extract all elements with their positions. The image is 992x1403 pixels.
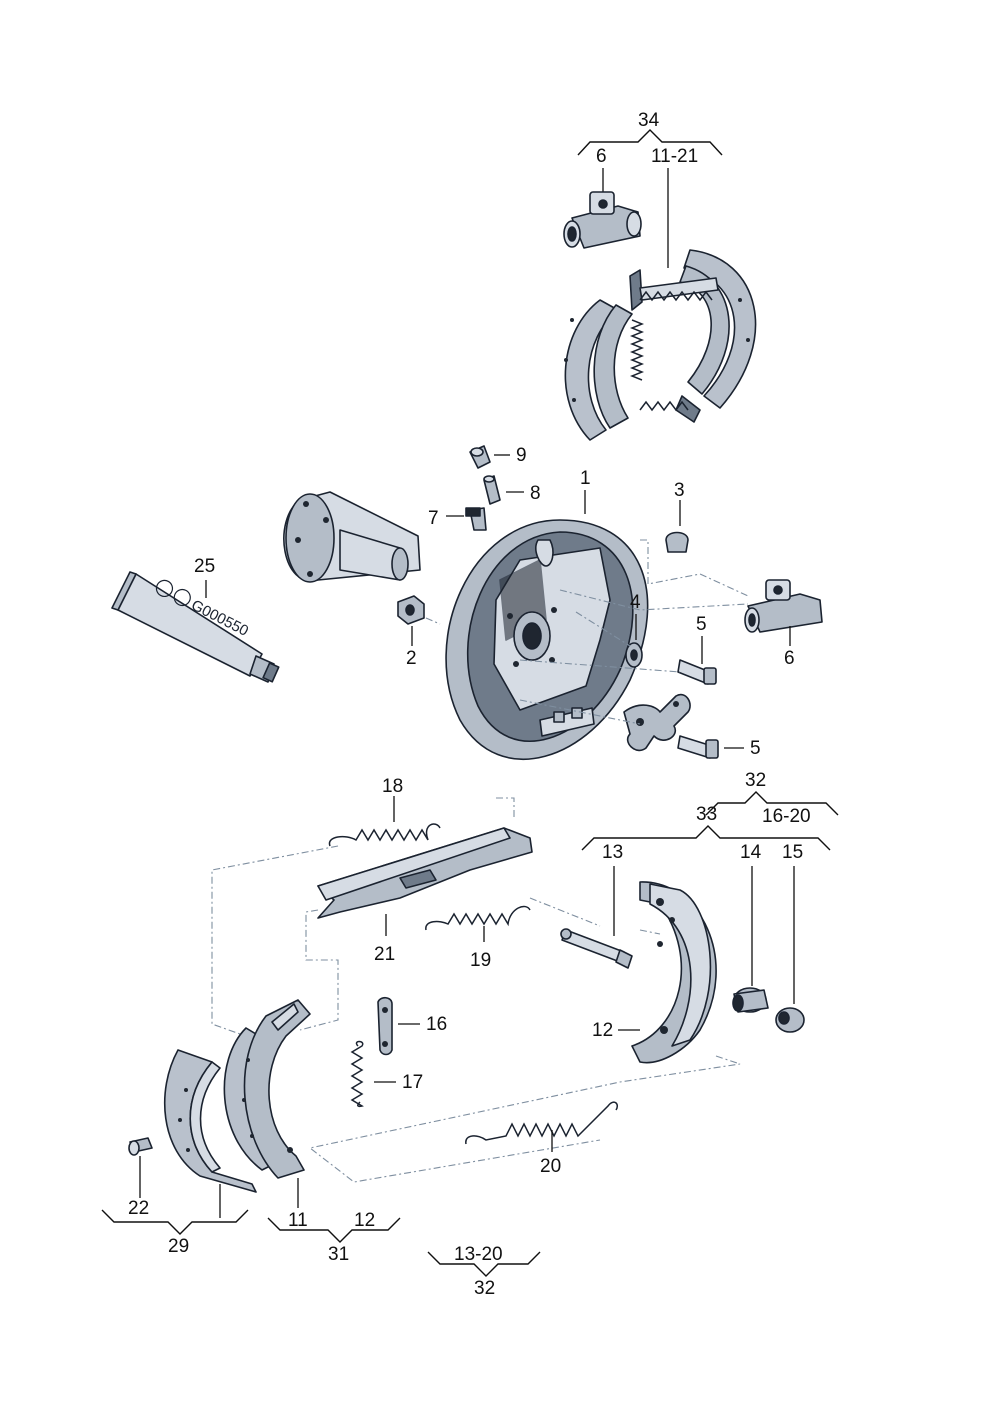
callout-11-21: 11-21 — [651, 146, 698, 167]
callout-34: 34 — [638, 110, 660, 131]
callout-3: 3 — [674, 480, 685, 501]
callout-8: 8 — [530, 483, 541, 504]
bolt-5-lower — [677, 735, 719, 759]
callout-32-bottom: 32 — [474, 1278, 495, 1299]
callout-4: 4 — [630, 592, 641, 613]
callout-20: 20 — [540, 1156, 561, 1177]
rivet-22 — [128, 1137, 153, 1156]
brace-34: 34 6 11-21 — [577, 110, 723, 268]
callout-2: 2 — [406, 648, 417, 669]
callout-32-top: 32 — [745, 770, 766, 791]
cap-3 — [665, 531, 689, 553]
callout-22: 22 — [128, 1198, 149, 1219]
grease-tube: G000550 — [111, 571, 280, 683]
callout-14: 14 — [740, 842, 762, 863]
brake-shoe-set-top — [564, 249, 757, 441]
brake-lining-29 — [163, 1049, 257, 1193]
brace-33: 33 13 14 15 — [581, 804, 831, 1004]
callout-16-20: 16-20 — [762, 806, 811, 827]
callout-12-right: 12 — [592, 1020, 613, 1041]
callout-7: 7 — [428, 508, 439, 529]
sleeve-14 — [732, 987, 769, 1013]
brace-29: 22 29 — [101, 1198, 249, 1257]
callout-33: 33 — [696, 804, 717, 825]
callout-6-middle: 6 — [784, 648, 795, 669]
wheel-cylinder-middle — [744, 579, 823, 633]
callout-5-lower: 5 — [750, 738, 761, 759]
bolt-7 — [465, 507, 487, 531]
callout-9: 9 — [516, 445, 527, 466]
brake-shoe-right — [631, 881, 717, 1064]
callout-12-left: 12 — [354, 1210, 375, 1231]
callout-1: 1 — [580, 468, 591, 489]
callout-16: 16 — [426, 1014, 447, 1035]
bolt-5-upper — [677, 659, 717, 685]
callout-25: 25 — [194, 556, 215, 577]
callout-19: 19 — [470, 950, 491, 971]
bush-15 — [775, 1007, 805, 1033]
callout-29: 29 — [168, 1236, 189, 1257]
washer-4 — [625, 642, 643, 668]
callout-15: 15 — [782, 842, 803, 863]
brace-32-bottom: 13-20 32 — [427, 1244, 541, 1299]
bleeder-valve — [483, 475, 501, 505]
grommet-2 — [397, 595, 425, 625]
wheel-cylinder-top — [563, 191, 642, 249]
callout-6-top: 6 — [596, 146, 607, 167]
callout-13-20: 13-20 — [454, 1244, 503, 1265]
clip-16 — [377, 996, 393, 1056]
brake-shoe-left — [223, 999, 311, 1179]
callout-13: 13 — [602, 842, 623, 863]
stub-axle — [283, 491, 421, 583]
lever-21 — [317, 827, 533, 919]
callout-11: 11 — [288, 1210, 308, 1231]
callout-31: 31 — [328, 1244, 349, 1265]
brake-backplate — [445, 519, 649, 760]
pushrod-13 — [560, 928, 633, 969]
callout-5-upper: 5 — [696, 614, 707, 635]
callout-21: 21 — [374, 944, 395, 965]
brace-32-top: 32 16-20 — [705, 770, 839, 827]
brace-31: 11 12 31 — [267, 1210, 401, 1265]
callout-17: 17 — [402, 1072, 423, 1093]
adjust-plate — [623, 693, 691, 752]
bleeder-cap — [469, 445, 491, 469]
callout-18: 18 — [382, 776, 403, 797]
